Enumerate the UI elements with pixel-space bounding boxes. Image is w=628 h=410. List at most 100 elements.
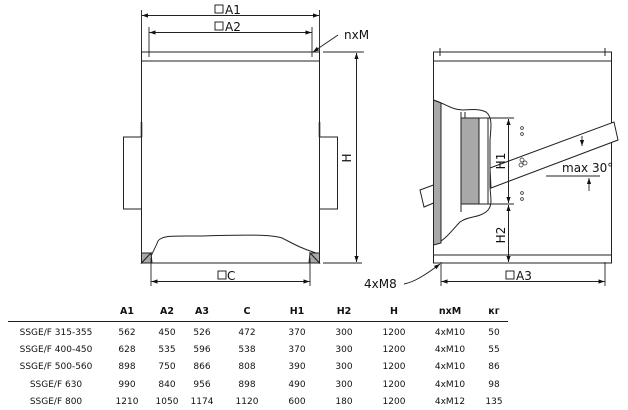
cell-a2: 840 [158,379,176,390]
front-top-flange [141,51,320,62]
front-right-connection [319,136,338,210]
side-motor-gray [460,117,480,205]
cell-h1: 390 [288,362,306,373]
label-h: H [340,153,354,162]
cell-h: 1200 [382,362,406,373]
cell-a1: 898 [118,362,136,373]
side-bottom-flange [433,254,612,264]
front-cutaway-line [150,234,317,257]
cell-c: 1120 [235,396,259,407]
label-angle: max 30° [562,161,613,175]
square-symbol-icon [217,270,227,280]
side-top-flange [433,51,612,62]
cell-nxm: 4xM10 [434,344,466,355]
side-motor-housing [478,117,489,205]
side-inlet-plate [433,99,442,246]
table-row: SSGE/F 315-355 562 450 526 472 370 300 1… [8,322,508,342]
label-4xm8: 4xM8 [364,277,397,291]
cell-h2: 300 [335,344,353,355]
header-h2: H2 [320,302,368,322]
cell-kg: 86 [488,362,500,373]
cell-model: SSGE/F 500-560 [19,362,93,373]
cell-a1: 990 [118,379,136,390]
label-a2: A2 [225,20,241,34]
side-outlet-stub [419,184,434,208]
cell-a3: 596 [193,344,211,355]
m8-leader [403,263,441,285]
screw-icon [518,162,524,168]
label-nxm: nxM [344,28,369,42]
square-symbol-icon [505,270,515,280]
cell-model: SSGE/F 630 [29,379,83,390]
square-symbol-icon [214,4,224,14]
screw-icon [520,197,524,201]
label-c: C [227,269,235,283]
cell-a2: 535 [158,344,176,355]
cell-c: 898 [238,379,256,390]
header-h1: H1 [274,302,320,322]
header-c: C [220,302,274,322]
cell-a3: 956 [193,379,211,390]
cell-a1: 562 [118,327,136,338]
table-row: SSGE/F 500-560 898 750 866 808 390 300 1… [8,359,508,376]
dimensions-table: A1 A2 A3 C H1 H2 H nxM кг SSGE/F 315-355… [8,302,508,410]
cell-c: 808 [238,362,256,373]
cell-a2: 450 [158,327,176,338]
nxm-leader [312,34,339,53]
screw-icon [520,191,524,195]
table-row: SSGE/F 800 1210 1050 1174 1120 600 180 1… [8,393,508,410]
header-model [8,302,104,322]
label-h2: H2 [494,227,508,244]
cell-a2: 750 [158,362,176,373]
header-a1: A1 [104,302,150,322]
cell-a1: 1210 [115,396,139,407]
cell-model: SSGE/F 800 [29,396,83,407]
cell-a3: 1174 [190,396,214,407]
technical-drawing: A1 A2 nxM H C [123,3,619,291]
screw-icon [520,132,524,136]
cell-h1: 370 [288,344,306,355]
front-view [123,10,362,286]
front-body [141,60,320,264]
cell-h2: 300 [335,379,353,390]
cell-nxm: 4xM10 [434,379,466,390]
header-kg: кг [480,302,508,322]
screw-icon [522,160,528,166]
label-a3: A3 [516,269,532,283]
cell-h2: 180 [335,396,353,407]
screw-icon [520,126,524,130]
label-a1: A1 [225,3,241,17]
cell-h1: 370 [288,327,306,338]
cell-kg: 135 [485,396,503,407]
cell-c: 472 [238,327,256,338]
cell-a1: 628 [118,344,136,355]
cell-a2: 1050 [155,396,179,407]
cell-h: 1200 [382,396,406,407]
header-nxm: nxM [420,302,480,322]
header-a2: A2 [150,302,184,322]
cell-a3: 866 [193,362,211,373]
cell-kg: 55 [488,344,500,355]
cell-h2: 300 [335,327,353,338]
side-view-screws [518,126,528,201]
table-row: SSGE/F 400-450 628 535 596 538 370 300 1… [8,341,508,358]
front-left-connection [123,136,142,210]
cell-kg: 98 [488,379,500,390]
cell-h2: 300 [335,362,353,373]
table-row: SSGE/F 630 990 840 956 898 490 300 1200 … [8,376,508,393]
header-a3: A3 [184,302,220,322]
cell-kg: 50 [488,327,500,338]
cell-h1: 490 [288,379,306,390]
cell-nxm: 4xM10 [434,362,466,373]
cell-a3: 526 [193,327,211,338]
label-h1: H1 [494,153,508,170]
square-symbol-icon [214,21,224,31]
cell-h1: 600 [288,396,306,407]
table-header-row: A1 A2 A3 C H1 H2 H nxM кг [8,302,508,322]
cell-h: 1200 [382,327,406,338]
header-h: H [368,302,420,322]
cell-nxm: 4xM12 [434,396,466,407]
cell-model: SSGE/F 315-355 [19,327,93,338]
cell-h: 1200 [382,344,406,355]
side-damper-tube [489,121,619,189]
